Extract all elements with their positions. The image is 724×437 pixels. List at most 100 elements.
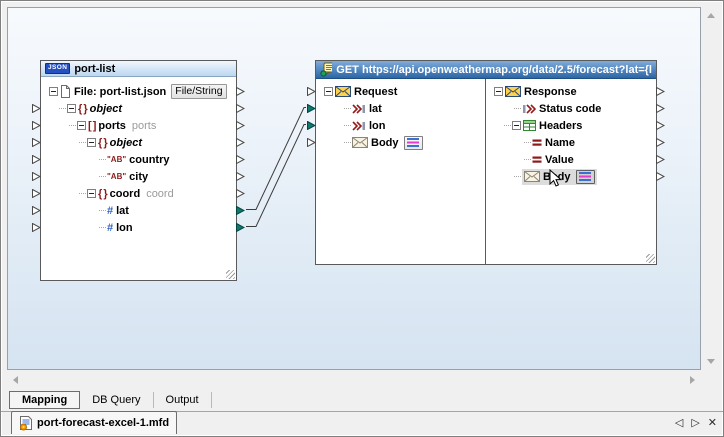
collapse-minus-icon[interactable] [87,189,96,198]
item-label-city: city [129,171,148,183]
object2-input-connector[interactable] [32,138,41,147]
mapping-canvas[interactable]: JSON port-list File: port-list.jsonFile/… [7,7,701,370]
collapse-minus-icon[interactable] [49,87,58,96]
param-in-icon [352,121,366,131]
scroll-right-icon[interactable] [690,376,695,384]
tree-row-lat[interactable]: lat [316,100,485,117]
tree-row-lon[interactable]: lon [316,117,485,134]
component-port-list[interactable]: JSON port-list File: port-list.jsonFile/… [40,60,237,281]
tab-db-query[interactable]: DB Query [80,392,153,408]
item-label-status-code: Status code [539,103,601,115]
connection-lon[interactable] [246,125,306,227]
item-label-coord: coord [110,188,141,200]
tree-leader-line [99,227,106,228]
tree-row-ports[interactable]: [ ]portsports [41,117,236,134]
tree-row-coord[interactable]: { }coordcoord [41,185,236,202]
response-name-output-connector[interactable] [656,138,665,147]
lon-output-connector[interactable] [236,223,245,232]
country-output-connector[interactable] [236,155,245,164]
component-resize-grip[interactable] [646,254,655,263]
file-output-connector[interactable] [236,87,245,96]
response-status-code-output-connector[interactable] [656,104,665,113]
body-content-button[interactable] [576,170,595,184]
envelope-icon [505,86,521,97]
tree-row-lat[interactable]: #lat [41,202,236,219]
collapse-minus-icon[interactable] [67,104,76,113]
scroll-up-icon[interactable] [707,13,715,18]
response-value-output-connector[interactable] [656,155,665,164]
prev-tab-button[interactable]: ◁ [675,416,683,429]
tree-row-body[interactable]: Body [316,134,485,151]
tree-row-city[interactable]: "AB"city [41,168,236,185]
tree-row-value[interactable]: Value [486,151,656,168]
document-tab-label: port-forecast-excel-1.mfd [37,417,169,429]
tree-row-headers[interactable]: Headers [486,117,656,134]
coord-input-connector[interactable] [32,189,41,198]
tree-leader-line [69,125,76,126]
component-webservice-get[interactable]: GET https://api.openweathermap.org/data/… [315,60,657,265]
collapse-minus-icon[interactable] [324,87,333,96]
lat-output-connector[interactable] [236,206,245,215]
city-input-connector[interactable] [32,172,41,181]
tree-row-object[interactable]: { }object [41,100,236,117]
table-icon [523,120,536,131]
request-lat-input-connector[interactable] [307,104,316,113]
tree-leader-line [99,210,106,211]
component-title-bar[interactable]: GET https://api.openweathermap.org/data/… [316,61,656,79]
tree-row-request[interactable]: Request [316,83,485,100]
tree-leader-line [504,125,511,126]
collapse-minus-icon[interactable] [77,121,86,130]
horizontal-scrollbar[interactable] [7,371,701,388]
tab-mapping[interactable]: Mapping [9,391,80,409]
item-label-lat: lat [116,205,129,217]
tree-row-name[interactable]: Name [486,134,656,151]
request-body-input-connector[interactable] [307,138,316,147]
tree-row-object2[interactable]: { }object [41,134,236,151]
body-content-button[interactable] [404,136,423,150]
component-title-bar[interactable]: JSON port-list [41,61,236,77]
collapse-minus-icon[interactable] [512,121,521,130]
tree-row-country[interactable]: "AB"country [41,151,236,168]
response-response-output-connector[interactable] [656,87,665,96]
lat-input-connector[interactable] [32,206,41,215]
coord-output-connector[interactable] [236,189,245,198]
tree-leader-line [344,108,351,109]
request-lon-input-connector[interactable] [307,121,316,130]
tree-row-lon[interactable]: #lon [41,219,236,236]
collapse-minus-icon[interactable] [87,138,96,147]
component-resize-grip[interactable] [226,270,235,279]
country-input-connector[interactable] [32,155,41,164]
scroll-down-icon[interactable] [707,359,715,364]
next-tab-button[interactable]: ▷ [691,416,699,429]
file-string-button[interactable]: File/String [171,84,226,99]
response-body-output-connector[interactable] [656,172,665,181]
mfd-document-icon [19,416,33,431]
tree-row-status-code[interactable]: Status code [486,100,656,117]
tree-row-file[interactable]: File: port-list.jsonFile/String [41,83,236,100]
item-label-lon: lon [369,120,386,132]
item-annotation: ports [132,120,156,132]
ports-input-connector[interactable] [32,121,41,130]
response-headers-output-connector[interactable] [656,121,665,130]
tree-row-response[interactable]: Response [486,83,656,100]
scroll-left-icon[interactable] [13,376,18,384]
collapse-minus-icon[interactable] [494,87,503,96]
envelope-plain-icon [524,171,540,182]
ports-output-connector[interactable] [236,121,245,130]
lon-input-connector[interactable] [32,223,41,232]
request-request-input-connector[interactable] [307,87,316,96]
component-title: GET https://api.openweathermap.org/data/… [336,64,652,76]
param-in-icon [352,104,366,114]
view-tab-bar: Mapping DB Query Output [1,389,724,411]
connection-lat[interactable] [246,108,306,210]
item-label-headers: Headers [539,120,582,132]
object2-output-connector[interactable] [236,138,245,147]
vertical-scrollbar[interactable] [702,7,719,370]
tree-row-body[interactable]: Body [486,168,656,185]
tab-output[interactable]: Output [154,392,212,408]
document-tab-active[interactable]: port-forecast-excel-1.mfd [11,411,177,434]
object-input-connector[interactable] [32,104,41,113]
object-output-connector[interactable] [236,104,245,113]
close-tab-button[interactable]: ✕ [708,416,717,429]
city-output-connector[interactable] [236,172,245,181]
